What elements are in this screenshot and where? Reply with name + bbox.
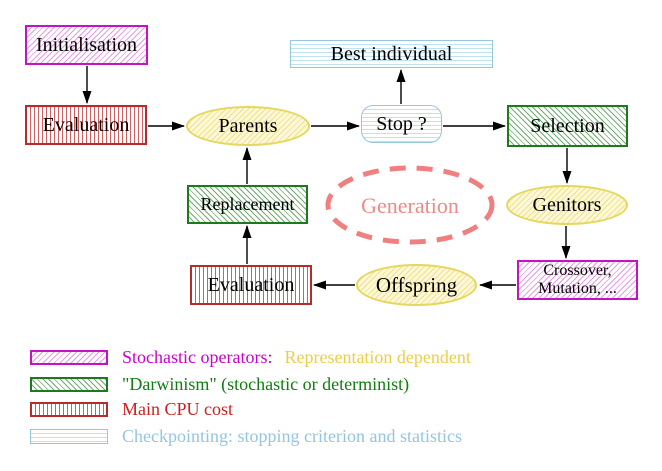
legend-row-cpu: Main CPU cost: [30, 399, 233, 420]
node-crossover-mutation: Crossover, Mutation, ...: [517, 260, 638, 300]
legend-row-checkpointing: Checkpointing: stopping criterion and st…: [30, 426, 462, 447]
legend-label-cpu: Main CPU cost: [122, 399, 234, 419]
node-best-individual: Best individual: [290, 40, 493, 68]
node-selection: Selection: [507, 105, 628, 147]
legend-swatch-green: [30, 377, 108, 392]
legend-label-darwinism: "Darwinism" (stochastic or determinist): [122, 374, 410, 394]
legend-swatch-red: [30, 402, 108, 417]
generation-label: Generation: [361, 192, 459, 218]
node-evaluation-top: Evaluation: [25, 105, 147, 145]
legend-row-darwinism: "Darwinism" (stochastic or determinist): [30, 374, 409, 395]
node-evaluation-bottom: Evaluation: [190, 265, 312, 305]
node-parents: Parents: [186, 106, 310, 146]
crossover-line2: Mutation, ...: [538, 280, 617, 297]
node-genitors: Genitors: [506, 185, 628, 225]
node-replacement: Replacement: [187, 185, 308, 224]
legend-label-checkpointing: Checkpointing: stopping criterion and st…: [122, 426, 462, 446]
node-offspring: Offspring: [356, 264, 477, 306]
crossover-line1: Crossover,: [543, 262, 612, 279]
legend-row-stochastic: Stochastic operators: Representation dep…: [30, 347, 471, 368]
legend-label-stochastic: Stochastic operators:: [122, 347, 273, 367]
legend-label-representation: Representation dependent: [284, 347, 471, 367]
node-stop: Stop ?: [361, 105, 442, 143]
legend-swatch-cyan: [30, 429, 108, 444]
node-initialisation: Initialisation: [25, 25, 148, 65]
legend-swatch-magenta: [30, 350, 108, 365]
